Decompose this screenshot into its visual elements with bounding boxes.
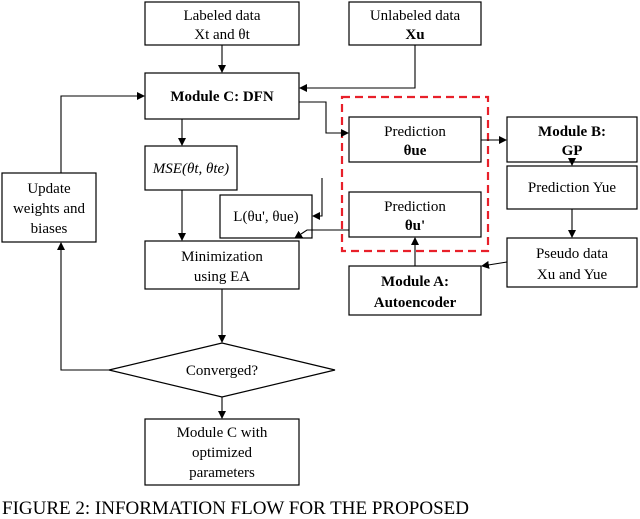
loss-node: L(θu', θue) [219,194,313,239]
converged-decision: Converged? [108,342,336,398]
prediction-y-node: Prediction Yue [506,165,638,210]
update-line-3: biases [31,221,68,237]
arrow-into-loss [312,178,323,220]
update-line-2: weights and [13,201,86,217]
module-c-title: Module C: DFN [170,89,273,105]
module-a-line-1: Module A: [381,274,449,290]
prediction-e-line-1: Prediction [384,124,446,140]
prediction-p-line-2: θu' [405,218,425,234]
arrow-update-to-module-c [60,92,145,173]
prediction-e-node: Prediction θue [348,116,482,163]
prediction-group-dashed-box [340,95,490,253]
pseudo-data-line-2: Xu and Yue [537,267,608,283]
labeled-data-node: Labeled data Xt and θt [144,1,300,46]
arrow-module-c-to-prediction-e [299,101,349,137]
module-b-line-1: Module B: [538,124,606,140]
pseudo-data-node: Pseudo data Xu and Yue [506,237,638,288]
prediction-p-line-1: Prediction [384,199,446,215]
arrow-prediction-p-to-loss [294,229,349,239]
module-c-opt-line-1: Module C with [177,425,268,441]
prediction-e-line-2: θue [404,143,427,159]
module-a-node: Module A: Autoencoder [348,265,482,316]
module-a-line-2: Autoencoder [374,295,457,311]
unlabeled-data-vars: Xu [405,27,424,43]
module-c-optimized-node: Module C with optimized parameters [144,418,300,486]
arrow-converged-no-to-update [57,242,109,371]
prediction-y-label: Prediction Yue [528,180,617,196]
module-b-line-2: GP [562,143,583,159]
arrow-unlabeled-to-module-c [299,45,416,92]
update-line-1: Update [27,181,71,197]
module-c-opt-line-3: parameters [189,465,255,481]
loss-label: L(θu', θue) [233,209,298,225]
unlabeled-data-node: Unlabeled data Xu [348,1,482,46]
unlabeled-data-title: Unlabeled data [370,8,461,24]
labeled-data-vars: Xt and θt [194,27,250,43]
figure-caption: FIGURE 2: INFORMATION FLOW FOR THE PROPO… [2,498,469,519]
module-c-opt-line-2: optimized [192,445,252,461]
minimization-line-2: using EA [194,269,250,285]
converged-label: Converged? [186,363,259,379]
labeled-data-title: Labeled data [183,8,260,24]
pseudo-data-line-1: Pseudo data [536,246,608,262]
mse-node: MSE(θt, θte) [144,145,238,191]
mse-label: MSE(θt, θte) [152,161,229,177]
module-b-node: Module B: GP [506,116,638,163]
minimization-node: Minimization using EA [144,240,300,290]
prediction-p-node: Prediction θu' [348,191,482,238]
arrow-pseudo-to-module-a [481,260,508,269]
module-c-node: Module C: DFN [144,72,300,120]
minimization-line-1: Minimization [181,249,263,265]
update-node: Update weights and biases [1,172,97,243]
